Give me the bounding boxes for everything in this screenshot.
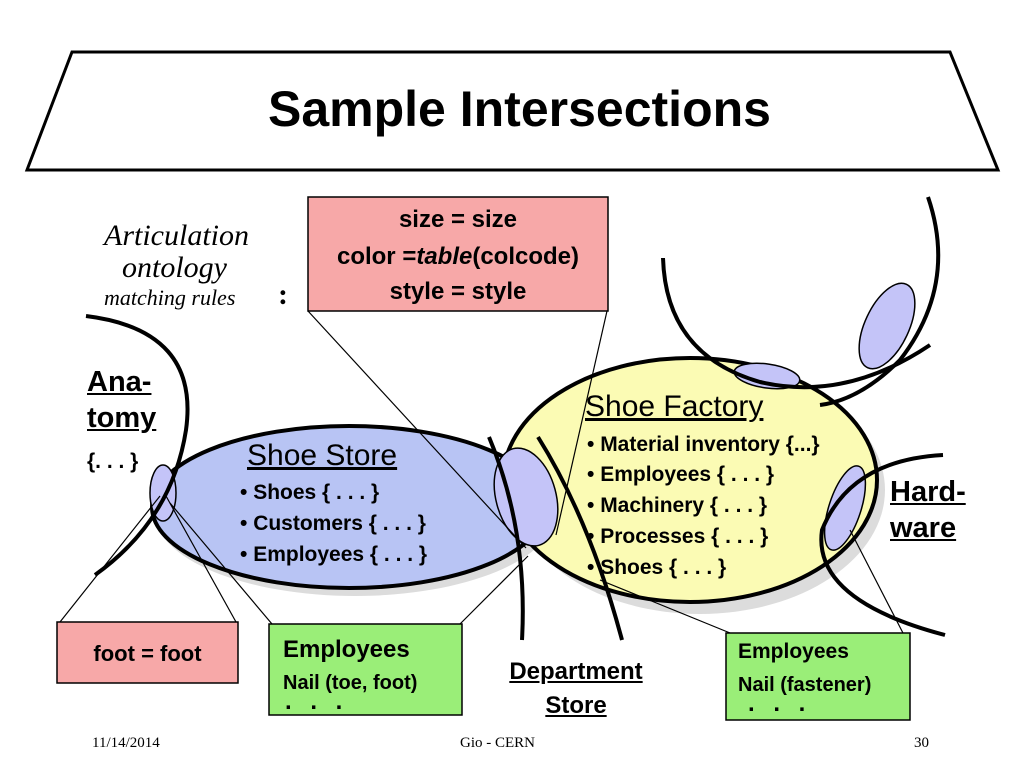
- employees-box-right-bg: [725, 632, 911, 721]
- top-ontology-arc-large: [661, 257, 932, 390]
- rules-box-bg: [307, 196, 609, 312]
- articulation-label-line3: matching rules: [104, 285, 236, 310]
- rules-color-prefix: color =: [336, 243, 417, 270]
- department-store-arc-right: [536, 435, 624, 641]
- rules-line-size: size = size: [398, 206, 518, 233]
- top-ontology-intersection: [858, 282, 916, 370]
- employees-right-line2: Nail (fastener): [738, 674, 872, 696]
- footer-center: Gio - CERN: [460, 735, 535, 751]
- title-banner: [24, 50, 1001, 172]
- connector-emp-right-b: [849, 529, 905, 636]
- shoe-factory-item: Material inventory {...}: [587, 433, 819, 457]
- anatomy-label-line1: Ana-: [87, 366, 152, 398]
- articulation-label-line2: ontology: [122, 251, 227, 284]
- shoe-factory-item: Machinery { . . . }: [587, 494, 767, 518]
- page-title: Sample Intersections: [268, 81, 771, 137]
- connector-foot-left: [59, 495, 161, 623]
- shoe-store-title: Shoe Store: [247, 439, 398, 472]
- factory-hardware-intersection: [823, 465, 867, 551]
- employees-left-dots: . . .: [285, 688, 349, 715]
- hardware-label-line1: Hard-: [890, 476, 966, 508]
- anatomy-store-intersection: [149, 464, 177, 522]
- shoe-store-item: Shoes { . . . }: [240, 481, 379, 505]
- articulation-label-line1: Articulation: [104, 219, 249, 252]
- employees-right-line1: Employees: [738, 640, 849, 663]
- rules-line-color: color =table(colcode): [308, 243, 608, 271]
- foot-box-text: foot = foot: [93, 641, 202, 666]
- shoe-store-item: Customers { . . . }: [240, 512, 426, 536]
- connector-foot-right: [165, 495, 237, 623]
- anatomy-label-line2: tomy: [87, 402, 157, 434]
- employees-left-line1: Employees: [283, 636, 410, 663]
- employees-box-left-bg: [268, 623, 463, 716]
- shoe-store-item: Employees { . . . }: [240, 543, 427, 567]
- connector-emp-left-b: [459, 555, 529, 625]
- footer-page-number: 30: [914, 735, 929, 751]
- hardware-ontology-arc: [819, 453, 946, 637]
- employees-right-dots: . . .: [748, 690, 812, 717]
- connector-emp-right-a: [599, 579, 736, 636]
- anatomy-ontology-arc: [85, 314, 190, 577]
- connector-rules-right: [555, 310, 608, 536]
- connector-rules-left: [307, 310, 527, 549]
- hardware-label-line2: ware: [890, 512, 957, 544]
- rules-line-style: style = style: [389, 278, 527, 305]
- shoe-factory-item: Employees { . . . }: [587, 463, 774, 487]
- shoe-factory-item: Shoes { . . . }: [587, 556, 726, 580]
- department-store-arc-left: [487, 436, 525, 641]
- shoe-factory-title: Shoe Factory: [585, 390, 764, 423]
- connector-emp-left-a: [169, 502, 273, 625]
- store-factory-intersection: [493, 447, 559, 547]
- footer-date: 11/14/2014: [92, 735, 160, 751]
- department-store-label-line1: Department: [509, 658, 643, 685]
- foot-box-bg: [56, 621, 239, 684]
- rules-color-suffix: (colcode): [472, 243, 580, 270]
- department-store-label-line2: Store: [545, 692, 607, 719]
- anatomy-body: {. . . }: [87, 450, 139, 473]
- employees-left-line2: Nail (toe, foot): [283, 672, 418, 694]
- articulation-colon: :: [278, 278, 288, 311]
- rules-color-italic: table: [416, 243, 473, 270]
- shoe-factory-item: Processes { . . . }: [587, 525, 768, 549]
- top-ontology-arc-small: [819, 196, 941, 407]
